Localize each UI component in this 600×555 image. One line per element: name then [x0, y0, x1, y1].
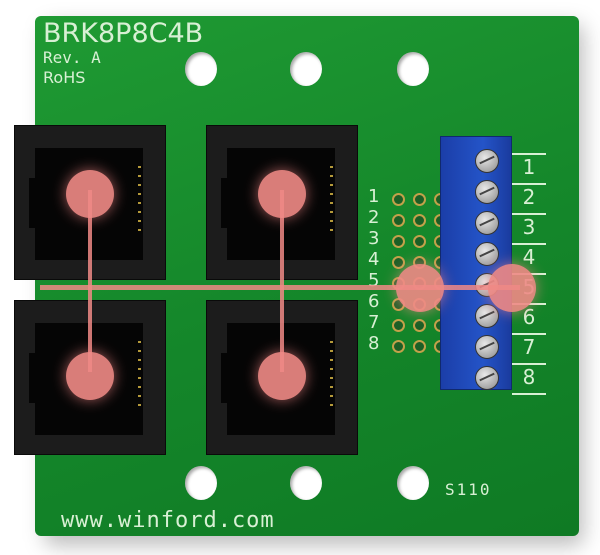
highlight-marker: [66, 352, 114, 400]
highlight-marker: [396, 264, 444, 312]
screw-terminal[interactable]: [475, 211, 499, 235]
screw-terminal[interactable]: [475, 335, 499, 359]
mounting-hole: [290, 52, 322, 86]
terminal-label: 7: [512, 333, 546, 359]
pin-label: 1: [368, 186, 380, 207]
pin-label: 7: [368, 312, 380, 333]
screw-terminal[interactable]: [475, 149, 499, 173]
highlight-trace: [88, 190, 92, 372]
screw-terminal[interactable]: [475, 304, 499, 328]
pin-label: 5: [368, 270, 380, 291]
header-pad: [413, 235, 426, 248]
rohs-label: RoHS: [43, 68, 86, 87]
header-pad: [392, 256, 405, 269]
mounting-hole: [397, 52, 429, 86]
highlight-marker: [66, 170, 114, 218]
terminal-label: 2: [512, 183, 546, 209]
terminal-label: 8: [512, 363, 546, 389]
header-pad: [392, 193, 405, 206]
highlight-marker: [258, 170, 306, 218]
highlight-marker: [488, 264, 536, 312]
header-pad: [392, 340, 405, 353]
part-number: BRK8P8C4B: [43, 18, 204, 49]
date-code: S110: [445, 480, 492, 499]
mounting-hole: [185, 466, 217, 500]
mounting-hole: [397, 466, 429, 500]
pin-label: 8: [368, 333, 380, 354]
terminal-block: [440, 136, 512, 390]
header-pad: [413, 214, 426, 227]
mounting-hole: [290, 466, 322, 500]
terminal-divider: [512, 393, 546, 395]
header-pad: [392, 214, 405, 227]
screw-terminal[interactable]: [475, 242, 499, 266]
terminal-label: 4: [512, 243, 546, 269]
header-pad: [413, 319, 426, 332]
header-pad: [392, 235, 405, 248]
pin-label: 2: [368, 207, 380, 228]
highlight-marker: [258, 352, 306, 400]
mounting-hole: [185, 52, 217, 86]
header-pin-grid: 1 2 3 4 5 6 7 8: [368, 186, 438, 366]
screw-terminal[interactable]: [475, 180, 499, 204]
pin-label: 3: [368, 228, 380, 249]
screw-terminal[interactable]: [475, 366, 499, 390]
pin-label: 4: [368, 249, 380, 270]
highlight-trace: [40, 285, 520, 290]
terminal-label: 3: [512, 213, 546, 239]
header-pad: [413, 340, 426, 353]
pin-label: 6: [368, 291, 380, 312]
revision-label: Rev. A: [43, 48, 101, 67]
header-pad: [392, 319, 405, 332]
header-pad: [413, 193, 426, 206]
highlight-trace: [280, 190, 284, 372]
terminal-label: 1: [512, 153, 546, 179]
website-label: www.winford.com: [61, 508, 275, 533]
